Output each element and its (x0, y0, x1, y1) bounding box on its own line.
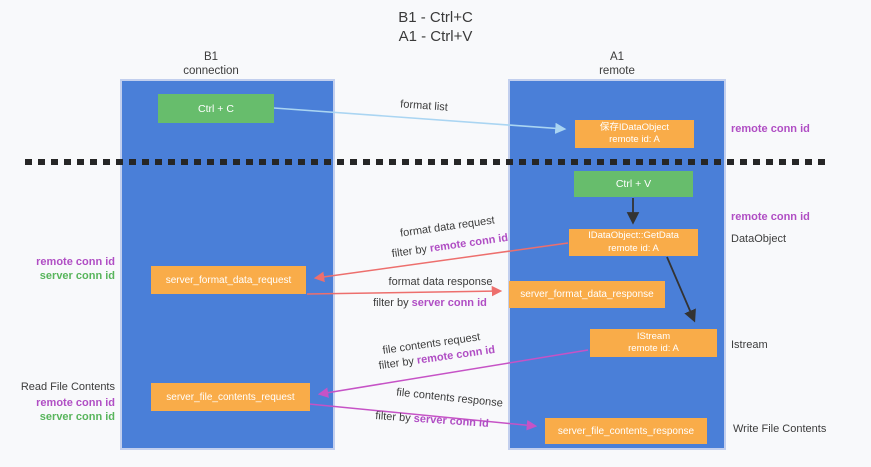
right-getdata-remote-conn-id: remote conn id (731, 211, 810, 223)
ctrl-v-label: Ctrl + V (615, 178, 652, 190)
server-format-data-response-label: server_format_data_response (520, 289, 654, 300)
server-file-contents-request-label: server_file_contents_request (166, 391, 295, 403)
save-idataobject-box: 保存IDataObject remote id: A (575, 120, 694, 148)
lane-header-a1: A1 remote (557, 50, 677, 78)
format-list-label: format list (399, 98, 449, 114)
write-file-contents-label: Write File Contents (733, 423, 827, 435)
read-file-contents-label: Read File Contents (20, 381, 115, 393)
title-line-1: B1 - Ctrl+C (398, 9, 473, 26)
format-data-response-filter: filter by server conn id (373, 297, 487, 309)
istream-line1: IStream (636, 330, 671, 342)
server-format-data-request-label: server_format_data_request (165, 274, 292, 286)
lane-header-b1: B1 connection (150, 50, 272, 78)
idataobject-getdata-box: IDataObject::GetData remote id: A (569, 229, 698, 256)
phase-divider-dashed-line (25, 159, 831, 165)
right-save-remote-conn-id: remote conn id (731, 123, 810, 135)
title-line-2: A1 - Ctrl+V (398, 28, 473, 45)
server-file-contents-request-box: server_file_contents_request (151, 383, 310, 411)
server-file-contents-response-box: server_file_contents_response (545, 418, 707, 444)
file-contents-response-filter: filter by server conn id (374, 410, 490, 430)
format-data-response-label: format data response (388, 276, 493, 288)
file-contents-response-label: file contents response (395, 386, 504, 410)
ctrl-v-box: Ctrl + V (574, 171, 693, 197)
dataobject-label: DataObject (731, 233, 787, 245)
left-file-remote-conn-id: remote conn id (36, 397, 115, 409)
lane-b1-role: connection (183, 65, 239, 77)
left-format-remote-conn-id: remote conn id (36, 256, 115, 268)
ctrl-c-box: Ctrl + C (158, 94, 274, 123)
ctrl-c-label: Ctrl + C (198, 102, 234, 115)
lane-a1-role: remote (599, 65, 635, 77)
left-file-server-conn-id: server conn id (39, 411, 115, 423)
lane-a1-name: A1 (609, 51, 625, 63)
istream-box: IStream remote id: A (590, 329, 717, 357)
istream-side-label: Istream (731, 339, 768, 351)
diagram-title: B1 - Ctrl+C A1 - Ctrl+V (0, 8, 871, 46)
save-idataobject-line2: remote id: A (609, 134, 660, 145)
format-data-response-arrow (306, 285, 503, 297)
left-format-server-conn-id: server conn id (39, 270, 115, 282)
getdata-line1: IDataObject::GetData (588, 230, 679, 241)
server-format-data-response-box: server_format_data_response (509, 281, 665, 308)
istream-line2: remote id: A (628, 343, 679, 354)
server-format-data-request-box: server_format_data_request (151, 266, 306, 294)
save-idataobject-line1: 保存IDataObject (599, 121, 670, 133)
lane-b1-name: B1 (203, 51, 219, 63)
server-file-contents-response-label: server_file_contents_response (557, 425, 695, 437)
getdata-line2: remote id: A (608, 242, 659, 254)
